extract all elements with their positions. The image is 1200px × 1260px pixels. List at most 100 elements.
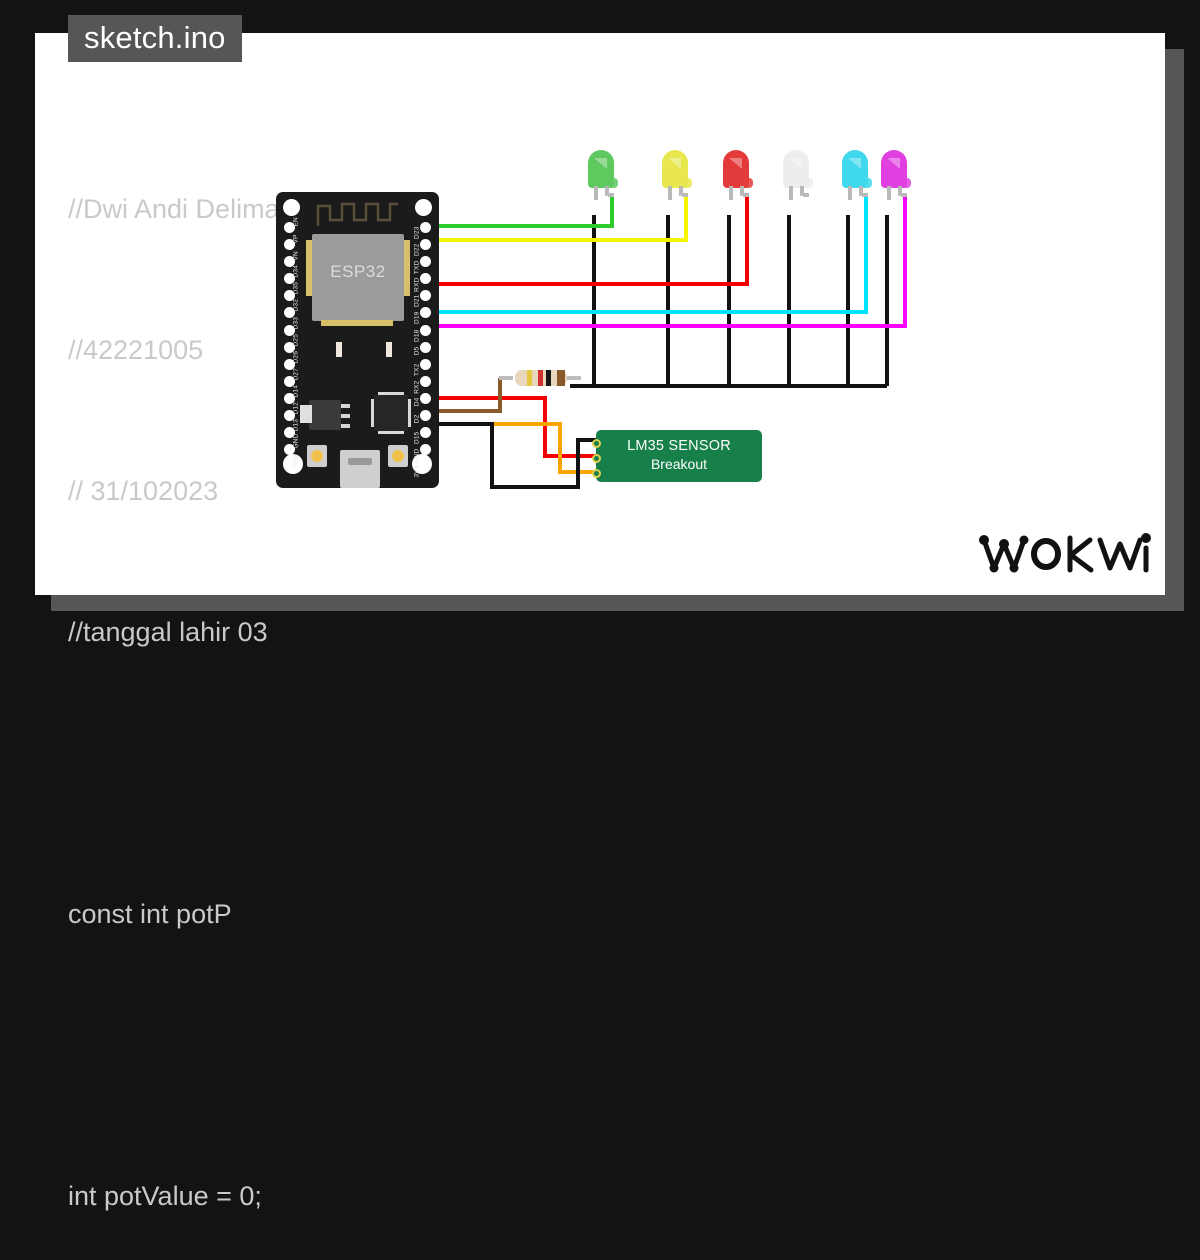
wokwi-logo (979, 533, 1151, 573)
led-highlight (594, 158, 607, 169)
resistor-band (546, 370, 551, 386)
led-bulb (723, 150, 749, 188)
module-pads-left (306, 240, 312, 296)
mount-hole (283, 199, 300, 216)
panel-left-rail (35, 33, 51, 595)
reset-button[interactable] (388, 445, 408, 467)
led-anode-leg (679, 186, 688, 197)
pin-d12[interactable]: D12 (284, 402, 300, 422)
pin-label: 3V3 (413, 465, 421, 478)
board-name-label: ESP32 (330, 262, 386, 281)
led-anode-leg (605, 186, 614, 197)
pin-vn[interactable]: VN (284, 251, 300, 268)
regulator-leg (341, 414, 350, 418)
led-white[interactable] (781, 150, 815, 200)
code-line (68, 1032, 498, 1079)
capacitor (386, 342, 392, 357)
led-anode-leg (898, 186, 907, 197)
pin-d4[interactable]: D4 (414, 392, 431, 406)
led-green[interactable] (586, 150, 620, 200)
resistor[interactable] (499, 370, 581, 386)
panel-shadow-right (1165, 49, 1184, 611)
led-bulb (881, 150, 907, 188)
pin-d26[interactable]: D26 (284, 351, 300, 370)
led-anode-leg (800, 186, 809, 197)
pin-d27[interactable]: D27 (284, 368, 300, 387)
pin-rxd[interactable]: RXD (414, 273, 431, 292)
pin-d25[interactable]: D25 (284, 334, 300, 353)
led-cathode-leg (668, 186, 672, 200)
led-cathode-leg (887, 186, 891, 200)
regulator-tab (300, 405, 312, 423)
led-yellow[interactable] (660, 150, 694, 200)
pin-d21[interactable]: D21 (414, 290, 431, 307)
sensor-pin-out[interactable] (592, 454, 601, 463)
pin-d14[interactable]: D14 (284, 385, 300, 404)
boot-button[interactable] (307, 445, 327, 467)
pin-gnd[interactable]: GND (284, 434, 300, 456)
mount-hole (415, 199, 432, 216)
pin-vp[interactable]: VP (284, 235, 300, 251)
code-line: int potValue = 0; (68, 1181, 262, 1211)
resistor-lead (567, 376, 581, 380)
resistor-lead (499, 376, 513, 380)
pin-d22[interactable]: D22 (414, 239, 431, 256)
pin-d5[interactable]: D5 (414, 341, 431, 355)
led-anode-leg (859, 186, 868, 197)
led-cathode-leg (729, 186, 733, 200)
pin-d13[interactable]: D13 (284, 419, 300, 439)
pin-d2[interactable]: D2 (414, 410, 431, 423)
esp32-module-shield: ESP32 (312, 234, 404, 321)
pin-d32[interactable]: D32 (284, 299, 300, 319)
pin-d34[interactable]: D34 (284, 265, 300, 285)
pin-d23[interactable]: D23 (414, 222, 431, 239)
pin-d18[interactable]: D18 (414, 324, 431, 342)
led-magenta[interactable] (879, 150, 913, 200)
led-cathode-leg (789, 186, 793, 200)
pin-vin[interactable]: VIN (284, 454, 300, 473)
pin-3v3[interactable]: 3V3 (414, 461, 431, 478)
led-cathode-leg (594, 186, 598, 200)
pin-d35[interactable]: D35 (284, 282, 300, 302)
pin-d15[interactable]: D15 (414, 427, 431, 444)
regulator-leg (341, 424, 350, 428)
led-bulb (783, 150, 809, 188)
code-line (68, 750, 498, 797)
resistor-band (527, 370, 532, 386)
pin-rx2[interactable]: RX2 (414, 375, 431, 394)
sensor-pin-gnd[interactable] (592, 469, 601, 478)
pin-gnd[interactable]: GND (414, 444, 431, 464)
pin-tx2[interactable]: TX2 (414, 358, 431, 376)
pin-d19[interactable]: D19 (414, 307, 431, 325)
voltage-regulator (309, 400, 341, 430)
led-highlight (729, 158, 742, 169)
sensor-subtitle: Breakout (650, 456, 708, 472)
led-red[interactable] (721, 150, 755, 200)
pin-txd[interactable]: TXD (414, 256, 431, 274)
led-highlight (668, 158, 681, 169)
wiring-layer (420, 196, 907, 489)
pin-en[interactable]: EN (284, 217, 300, 233)
led-bulb (588, 150, 614, 188)
resistor-band (557, 370, 565, 386)
usb-connector (340, 450, 380, 488)
editor-tab-sketch-ino[interactable]: sketch.ino (68, 15, 242, 62)
resistor-band (538, 370, 543, 386)
led-bulb (662, 150, 688, 188)
pcb-antenna-icon (316, 202, 398, 226)
sensor-pin-vcc[interactable] (592, 439, 601, 448)
sensor-title: LM35 SENSOR (627, 438, 731, 454)
led-bulb (842, 150, 868, 188)
screenshot-root: //Dwi Andi Delima //42221005 // 31/10202… (35, 15, 1184, 1211)
led-highlight (848, 158, 861, 169)
lm35-sensor-breakout[interactable]: LM35 SENSOR Breakout (592, 430, 762, 482)
led-highlight (789, 158, 802, 169)
pin-label: VIN (292, 454, 300, 466)
led-cyan[interactable] (840, 150, 874, 200)
panel-shadow-bottom (51, 595, 1184, 611)
led-highlight (887, 158, 900, 169)
pin-d33[interactable]: D33 (284, 317, 300, 336)
